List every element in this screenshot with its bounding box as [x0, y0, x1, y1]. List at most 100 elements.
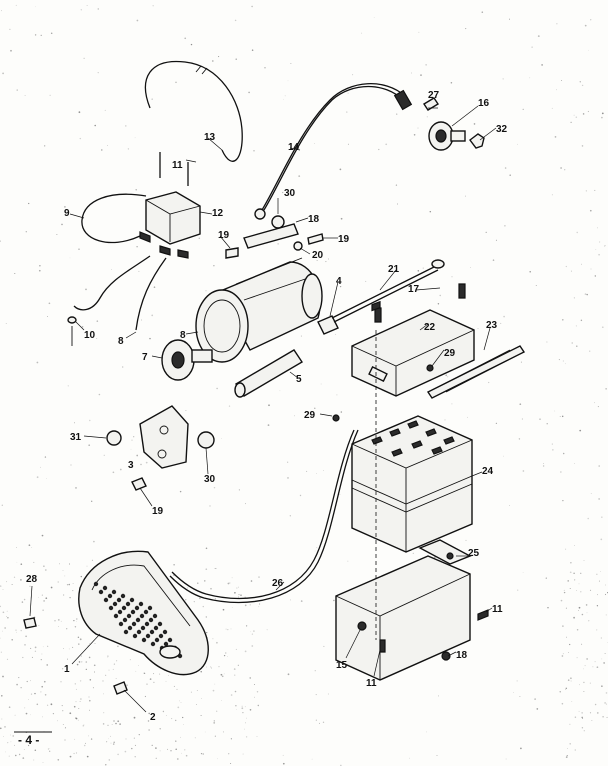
speckle-dot: [155, 757, 157, 759]
speckle-dot: [2, 72, 4, 75]
callout-19b: 19: [338, 234, 350, 245]
speckle-dot: [576, 590, 577, 592]
speckle-dot: [182, 716, 184, 719]
speckle-dot: [477, 328, 479, 329]
speckle-dot: [347, 143, 349, 145]
cable-26-edge: [169, 429, 359, 604]
speckle-dot: [83, 57, 85, 59]
speckle-dot: [579, 684, 580, 686]
speckle-dot: [133, 737, 135, 739]
speckle-dot: [250, 631, 252, 633]
speckle-dot: [2, 630, 3, 632]
strap-texture: [439, 349, 517, 393]
callout-24: 24: [482, 466, 494, 477]
speckle-dot: [190, 43, 193, 46]
speckle-dot: [80, 698, 82, 700]
speckle-dot: [183, 724, 184, 725]
bracket-hole-2: [157, 449, 167, 459]
pulley-hub: [171, 351, 185, 369]
speckle-dot: [237, 664, 239, 666]
speckle-dot: [565, 687, 568, 690]
speckle-dot: [347, 560, 349, 562]
speckle-dot: [0, 651, 2, 653]
speckle-dot: [185, 754, 188, 757]
speckle-dot: [141, 319, 143, 321]
speckle-dot: [586, 658, 588, 660]
nut-18: [441, 651, 451, 661]
speckle-dot: [587, 110, 589, 113]
speckle-dot: [509, 174, 511, 176]
screw-17a: [374, 307, 382, 323]
speckle-dot: [187, 587, 189, 589]
speckle-dot: [14, 714, 16, 716]
speckle-dot: [2, 675, 4, 678]
speckle-dot: [159, 728, 161, 730]
speckle-dot: [235, 648, 237, 650]
speckle-dot: [75, 717, 78, 720]
speckle-dot: [73, 705, 76, 708]
speckle-dot: [47, 748, 49, 750]
speckle-dot: [94, 643, 96, 644]
vent-hole: [139, 613, 145, 619]
speckle-dot: [113, 741, 115, 744]
speckle-dot: [565, 689, 566, 690]
speckle-dot: [267, 424, 270, 426]
speckle-dot: [33, 561, 35, 563]
speckle-dot: [28, 202, 30, 205]
speckle-dot: [20, 629, 22, 632]
speckle-dot: [517, 143, 518, 145]
vent-hole: [107, 593, 113, 599]
speckle-dot: [136, 246, 138, 248]
speckle-dot: [202, 605, 204, 608]
speckle-dot: [36, 476, 39, 479]
speckle-dot: [590, 268, 592, 270]
speckle-dot: [573, 114, 575, 116]
speckle-dot: [21, 601, 24, 603]
speckle-dot: [153, 681, 155, 684]
speckle-dot: [24, 95, 26, 97]
speckle-dot: [581, 712, 583, 714]
speckle-dot: [49, 94, 51, 96]
speckle-dot: [253, 630, 255, 632]
speckle-dot: [520, 361, 522, 363]
callout-1: 1: [64, 664, 70, 675]
speckle-dot: [325, 261, 327, 263]
speckle-dot: [165, 680, 167, 682]
speckle-dot: [64, 727, 66, 729]
speckle-dot: [570, 680, 572, 682]
speckle-dot: [89, 643, 91, 644]
speckle-dot: [162, 710, 165, 713]
vent-hole: [157, 621, 163, 627]
speckle-dot: [574, 462, 575, 464]
speckle-dot: [44, 569, 47, 571]
speckle-dot: [30, 647, 32, 649]
speckle-dot: [148, 712, 150, 715]
speckle-dot: [18, 753, 21, 756]
speckle-dot: [45, 597, 48, 600]
speckle-dot: [31, 547, 33, 548]
speckle-dot: [7, 741, 9, 744]
generator-ribs: [235, 257, 315, 301]
speckle-dot: [73, 752, 75, 755]
speckle-dot: [333, 599, 335, 602]
speckle-dot: [214, 598, 217, 600]
speckle-dot: [539, 418, 541, 420]
speckle-dot: [174, 719, 177, 722]
speckle-dot: [581, 643, 583, 645]
speckle-dot: [1, 718, 3, 720]
speckle-dot: [318, 722, 320, 724]
speckle-dot: [598, 253, 600, 256]
speckle-dot: [522, 108, 524, 111]
battery-tray-25: [335, 555, 471, 681]
speckle-dot: [27, 744, 30, 747]
vent-hole: [143, 609, 149, 615]
speckle-dot: [229, 582, 231, 584]
speckle-dot: [117, 753, 119, 756]
speckle-dot: [503, 455, 504, 457]
speckle-dot: [316, 547, 318, 549]
callout-8: 8: [118, 336, 124, 347]
speckle-dot: [107, 657, 109, 658]
speckle-dot: [562, 625, 564, 627]
speckle-dot: [184, 598, 187, 601]
speckle-dot: [7, 617, 9, 619]
